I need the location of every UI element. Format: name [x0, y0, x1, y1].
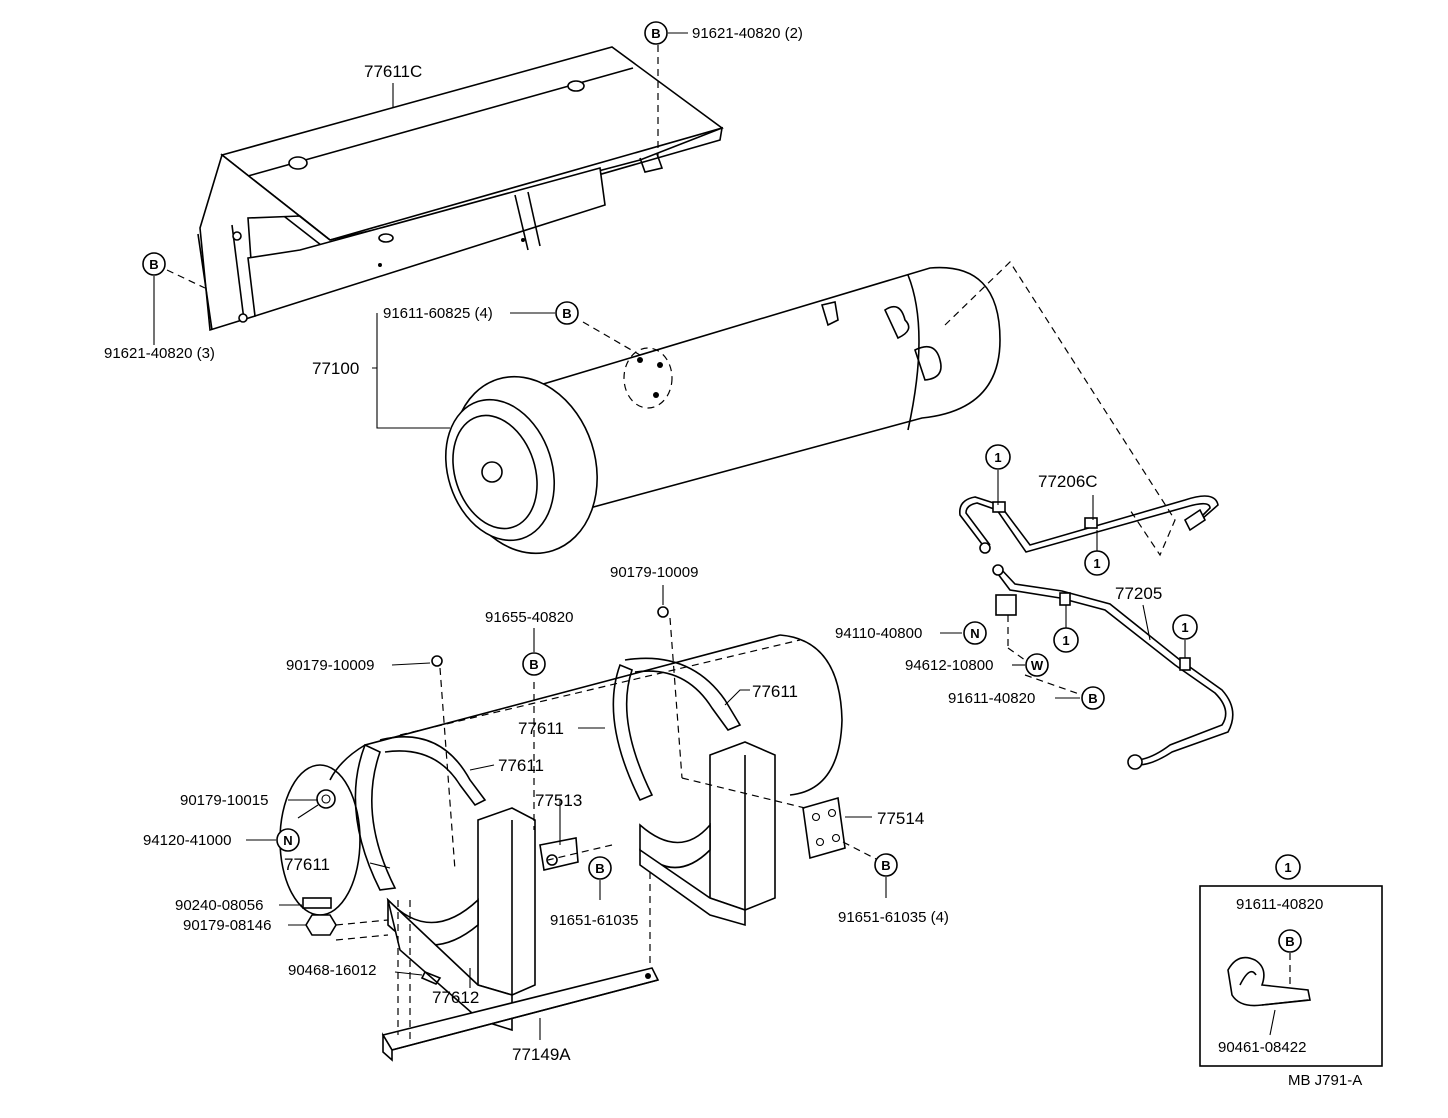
- symbol-w-lines: W: [1025, 653, 1049, 677]
- label-77611-left-lower: 77611: [284, 855, 330, 874]
- label-77611-right-strap: 77611: [752, 682, 798, 701]
- label-91651-61035-mid: 91651-61035: [550, 912, 638, 929]
- symbol-b-91655: B: [522, 652, 546, 676]
- label-77611c: 77611C: [364, 62, 422, 81]
- svg-text:1: 1: [1181, 620, 1188, 635]
- label-77513: 77513: [535, 791, 582, 810]
- symbol-b-right: B: [874, 853, 898, 877]
- tank-support-drawing: [279, 606, 846, 1062]
- label-77611-right-lower: 77611: [518, 719, 564, 738]
- symbol-b-mid: B: [588, 856, 612, 880]
- fuel-tank-drawing: [444, 266, 1001, 555]
- svg-text:B: B: [1285, 934, 1294, 949]
- symbol-b-left: B: [142, 252, 166, 276]
- inset-number: 1: [1284, 860, 1291, 875]
- svg-text:N: N: [283, 833, 292, 848]
- symbol-n-left: N: [276, 828, 300, 852]
- svg-text:B: B: [562, 306, 571, 321]
- symbol-one-77206c: 1: [985, 444, 1011, 470]
- tank-cover-drawing: [197, 46, 724, 332]
- label-77206c: 77206C: [1038, 472, 1098, 491]
- svg-text:1: 1: [1062, 633, 1069, 648]
- svg-text:B: B: [149, 257, 158, 272]
- label-90179-08146: 90179-08146: [183, 917, 271, 934]
- label-91621-40820-left: 91621-40820 (3): [104, 345, 215, 362]
- inset-part-bottom: 90461-08422: [1218, 1039, 1306, 1056]
- part-labels: 77611C 91621-40820 (2) 91621-40820 (3) 9…: [104, 25, 1162, 1064]
- fuel-lines-drawing: [958, 495, 1234, 770]
- label-91655-40820: 91655-40820: [485, 609, 573, 626]
- label-77612: 77612: [432, 988, 479, 1007]
- label-90179-10009-left: 90179-10009: [286, 657, 374, 674]
- label-77205: 77205: [1115, 584, 1162, 603]
- label-77100: 77100: [312, 359, 359, 378]
- label-91621-40820-top: 91621-40820 (2): [692, 25, 803, 42]
- label-91611-40820: 91611-40820: [948, 690, 1035, 707]
- label-94120-41000: 94120-41000: [143, 832, 231, 849]
- svg-text:B: B: [1088, 691, 1097, 706]
- label-94612-10800: 94612-10800: [905, 657, 993, 674]
- svg-text:N: N: [970, 626, 979, 641]
- label-90240-08056: 90240-08056: [175, 897, 263, 914]
- label-90179-10015: 90179-10015: [180, 792, 268, 809]
- inset-detail: 1 91611-40820 B 90461-08422: [1199, 854, 1383, 1067]
- label-77149a: 77149A: [512, 1045, 571, 1064]
- label-77611-left-strap: 77611: [498, 756, 544, 775]
- symbol-n-lines: N: [963, 621, 987, 645]
- inset-part-top: 91611-40820: [1236, 896, 1323, 913]
- svg-text:B: B: [651, 26, 660, 41]
- svg-text:B: B: [881, 858, 890, 873]
- symbol-b-tank: B: [555, 301, 579, 325]
- svg-text:B: B: [595, 861, 604, 876]
- svg-text:W: W: [1031, 658, 1044, 673]
- reference-dashed-lines: [166, 45, 1176, 1040]
- svg-text:1: 1: [1093, 556, 1100, 571]
- leader-lines: [153, 32, 1186, 1040]
- symbol-circles: B B B 1 1 1 1 N: [142, 21, 1198, 880]
- label-90468-16012: 90468-16012: [288, 962, 376, 979]
- label-91651-61035-right: 91651-61035 (4): [838, 909, 949, 926]
- symbol-b-top: B: [644, 21, 668, 45]
- symbol-one-clamp-b: 1: [1053, 627, 1079, 653]
- symbol-one-clamp-c: 1: [1172, 614, 1198, 640]
- symbol-one-clamp-a: 1: [1084, 550, 1110, 576]
- svg-text:1: 1: [994, 450, 1001, 465]
- svg-text:B: B: [529, 657, 538, 672]
- symbol-b-lines: B: [1081, 686, 1105, 710]
- label-90179-10009-right: 90179-10009: [610, 564, 698, 581]
- label-94110-40800: 94110-40800: [835, 625, 922, 642]
- diagram-code: MB J791-A: [1288, 1072, 1362, 1089]
- label-91611-60825: 91611-60825 (4): [383, 305, 493, 322]
- label-77514: 77514: [877, 809, 924, 828]
